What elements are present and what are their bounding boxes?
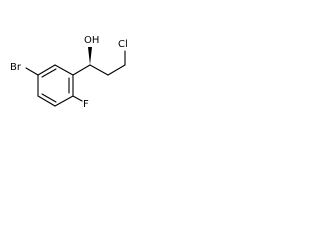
bond-ch2-to-ch2cl [107, 64, 126, 76]
bond-ring-to-bromine [25, 67, 39, 76]
ring-bond-c4-c5 [37, 95, 56, 107]
fluorine-label: F [83, 99, 89, 110]
ring-bond-c2-c3 [37, 64, 56, 76]
stereo-wedge-bond [88, 47, 92, 65]
bond-ring-to-chiral-carbon [72, 64, 91, 76]
bond-ring-to-fluorine [72, 95, 83, 102]
molecule-structure: OH Cl Br F [10, 35, 128, 110]
hydroxyl-label: OH [84, 35, 99, 46]
bromine-label: Br [10, 62, 22, 73]
ring-double-inner-2 [41, 93, 57, 103]
ring-bond-c1-c2 [54, 64, 74, 76]
bond-chiral-carbon-to-ch2 [89, 64, 109, 76]
chlorine-label: Cl [118, 39, 128, 50]
ring-double-inner-1 [41, 68, 57, 78]
benzene-ring [37, 64, 74, 107]
ring-bond-c5-c6 [54, 95, 74, 107]
